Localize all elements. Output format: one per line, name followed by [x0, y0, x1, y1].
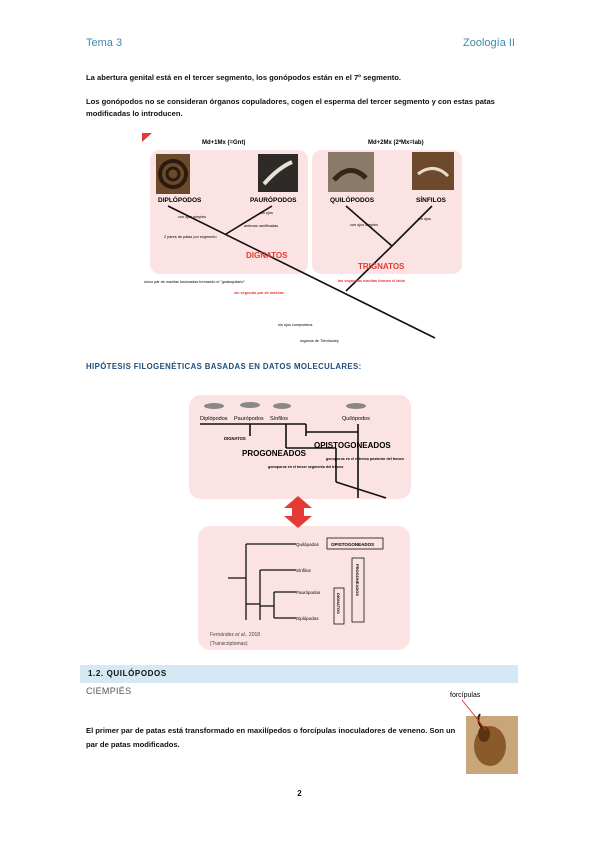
paragraph-gonopods: Los gonópodos no se consideran órganos c… [86, 97, 495, 118]
top-dignatos: DIGNATOS [224, 436, 246, 441]
box-opistogoneados-label: OPISTOGONEADOS [331, 542, 374, 547]
section-subtitle: CIEMPIÉS [86, 686, 132, 696]
top-gonoporo-extremo: gonoporos en el extremo posterior del tr… [326, 457, 405, 461]
tree-quilopodos: Quilópodos [296, 542, 320, 547]
bottom-tree [228, 543, 296, 620]
tree-diplopodos: Diplópodos [296, 616, 319, 621]
box-dignatos-label: DIGNATOS [336, 593, 341, 614]
top-progoneados: PROGONEADOS [242, 449, 307, 458]
top-quilopodos: Quilópodos [342, 416, 370, 422]
molecular-hypotheses-heading: HIPÓTESIS FILOGENÉTICAS BASADAS EN DATOS… [86, 362, 362, 371]
morphology-tree [167, 205, 436, 339]
corner-marker [142, 133, 152, 142]
header-right: Zoología II [463, 37, 515, 49]
note-sin-ojos-1: sin ojos [260, 211, 273, 215]
box-opistogoneados [326, 537, 384, 550]
symphylan-photo [412, 152, 454, 190]
morphology-phylogeny-figure: Md+1Mx (=Gnt) Md+2Mx (2ªMx=lab) DIPLÓPOD… [142, 133, 462, 343]
top-gonoporo-tercer: gonoporos en el tercer segmento del tron… [268, 465, 344, 469]
header-left: Tema 3 [86, 37, 123, 49]
box-dignatos [333, 587, 345, 625]
box-progoneados [351, 557, 365, 623]
clade-trignatos: TRIGNATOS [358, 262, 405, 271]
tree-sinfilos: Sínfilos [296, 568, 312, 573]
note-segundas-maxilas: las segundas maxilas forman el labio [338, 279, 406, 283]
md2mx-label: Md+2Mx (2ªMx=lab) [368, 139, 424, 146]
paragraph-forcipulas: El primer par de patas está transformado… [86, 726, 456, 749]
top-pauropodos: Paurópodos [234, 416, 264, 422]
top-opistogoneados: OPISTOGONEADOS [314, 441, 391, 450]
hypothesis-panel-bottom [198, 526, 410, 650]
forcipulas-photo: forcípulas [450, 692, 518, 774]
note-ojos-simples-2: con ojos simples [350, 223, 378, 227]
pauropod-photo [258, 154, 298, 192]
note-ojos-simples-1: con ojos simples [178, 215, 206, 219]
chilopod-photo [328, 152, 374, 192]
page-number: 2 [297, 789, 302, 798]
diplopod-photo [156, 154, 190, 194]
top-sinfilos: Sínfilos [270, 416, 288, 422]
note-antenas: antenas ramificadas [244, 224, 278, 228]
taxon-diplopodos: DIPLÓPODOS [158, 195, 202, 204]
hypothesis-panel-top [189, 395, 411, 499]
citation-method: (Transcriptomas) [210, 641, 248, 647]
top-diplopodos: Diplópodos [200, 416, 228, 422]
compare-arrow [284, 496, 312, 528]
note-ojos-compuestos: sin ojos compuestos [278, 323, 313, 327]
section-title: 1.2. QUILÓPODOS [88, 669, 167, 678]
taxon-pauropodos: PAURÓPODOS [250, 195, 297, 204]
note-patas: 2 pares de patas por segmento [164, 235, 217, 239]
taxa-sketches [204, 402, 366, 409]
taxon-quilopodos: QUILÓPODOS [330, 195, 375, 204]
citation: Fernández et al., 2018 [210, 632, 260, 638]
clade-dignatos: DIGNATOS [246, 251, 288, 260]
section-bar: 1.2. QUILÓPODOS [80, 665, 518, 683]
note-sin-segundo: sin segundo par de maxilas [234, 291, 284, 295]
note-tomosvary: órganos de Tömösváry [300, 339, 339, 343]
top-tree [200, 423, 387, 499]
tree-pauropodos: Paurópodos [296, 590, 321, 595]
taxon-sinfilos: SÍNFILOS [416, 195, 447, 204]
note-gnatoquilario: único par de maxilas fusionadas formando… [144, 280, 245, 284]
paragraph-genital-opening: La abertura genital está en el tercer se… [86, 73, 402, 82]
molecular-phylogeny-figure: Diplópodos Paurópodos Sínfilos Quilópodo… [189, 395, 411, 650]
md1mx-label: Md+1Mx (=Gnt) [202, 140, 245, 146]
forcipulas-label: forcípulas [450, 692, 481, 699]
note-sin-ojos-2: sin ojos [418, 217, 431, 221]
box-progoneados-label: PROGONEADOS [355, 564, 360, 596]
